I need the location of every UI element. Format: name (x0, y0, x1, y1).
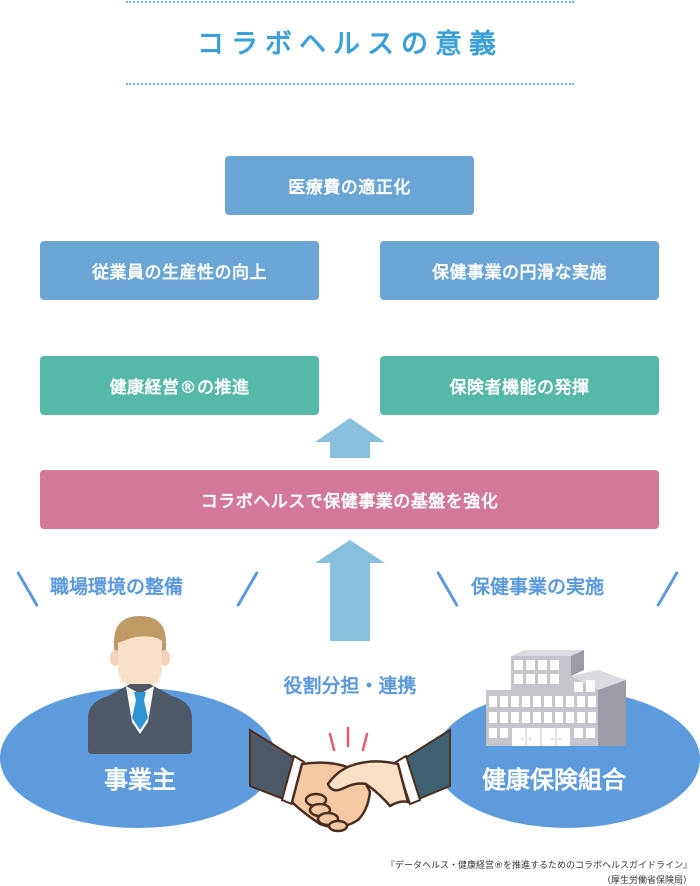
box-health-management: 健康経営®の推進 (40, 356, 319, 415)
up-arrow-icon (315, 418, 385, 458)
box-insurer-function: 保険者機能の発揮 (380, 356, 659, 415)
label-employer: 事業主 (104, 766, 176, 794)
source-publisher: （厚生労働省保険局） (601, 876, 692, 886)
label-health-program-implementation: 保健事業の実施 (471, 576, 605, 598)
label-workplace-environment: 職場環境の整備 (50, 576, 184, 598)
title-bottom-divider (126, 83, 574, 85)
handshake-icon (249, 726, 451, 833)
box-medical-cost-optimization: 医療費の適正化 (225, 156, 474, 215)
right-backslash-decoration (436, 570, 459, 608)
label-health-insurance-association: 健康保険組合 (482, 766, 626, 794)
right-slash-decoration (656, 570, 679, 608)
box-employee-productivity: 従業員の生産性の向上 (40, 241, 319, 300)
label-role-sharing-cooperation: 役割分担・連携 (283, 675, 417, 697)
left-slash-decoration (236, 570, 259, 608)
businessman-icon (88, 616, 192, 754)
box-foundation-strengthening: コラボヘルスで保健事業の基盤を強化 (40, 470, 659, 529)
source-citation: 『データヘルス・健康経営®を推進するためのコラボヘルスガイドライン』 (385, 861, 692, 871)
page-title: コラボヘルスの意義 (197, 29, 503, 60)
title-top-divider (126, 1, 574, 3)
box-smooth-health-program: 保健事業の円滑な実施 (380, 241, 659, 300)
up-arrow-icon (315, 540, 385, 641)
left-backslash-decoration (16, 570, 39, 608)
office-building-icon (486, 650, 626, 746)
